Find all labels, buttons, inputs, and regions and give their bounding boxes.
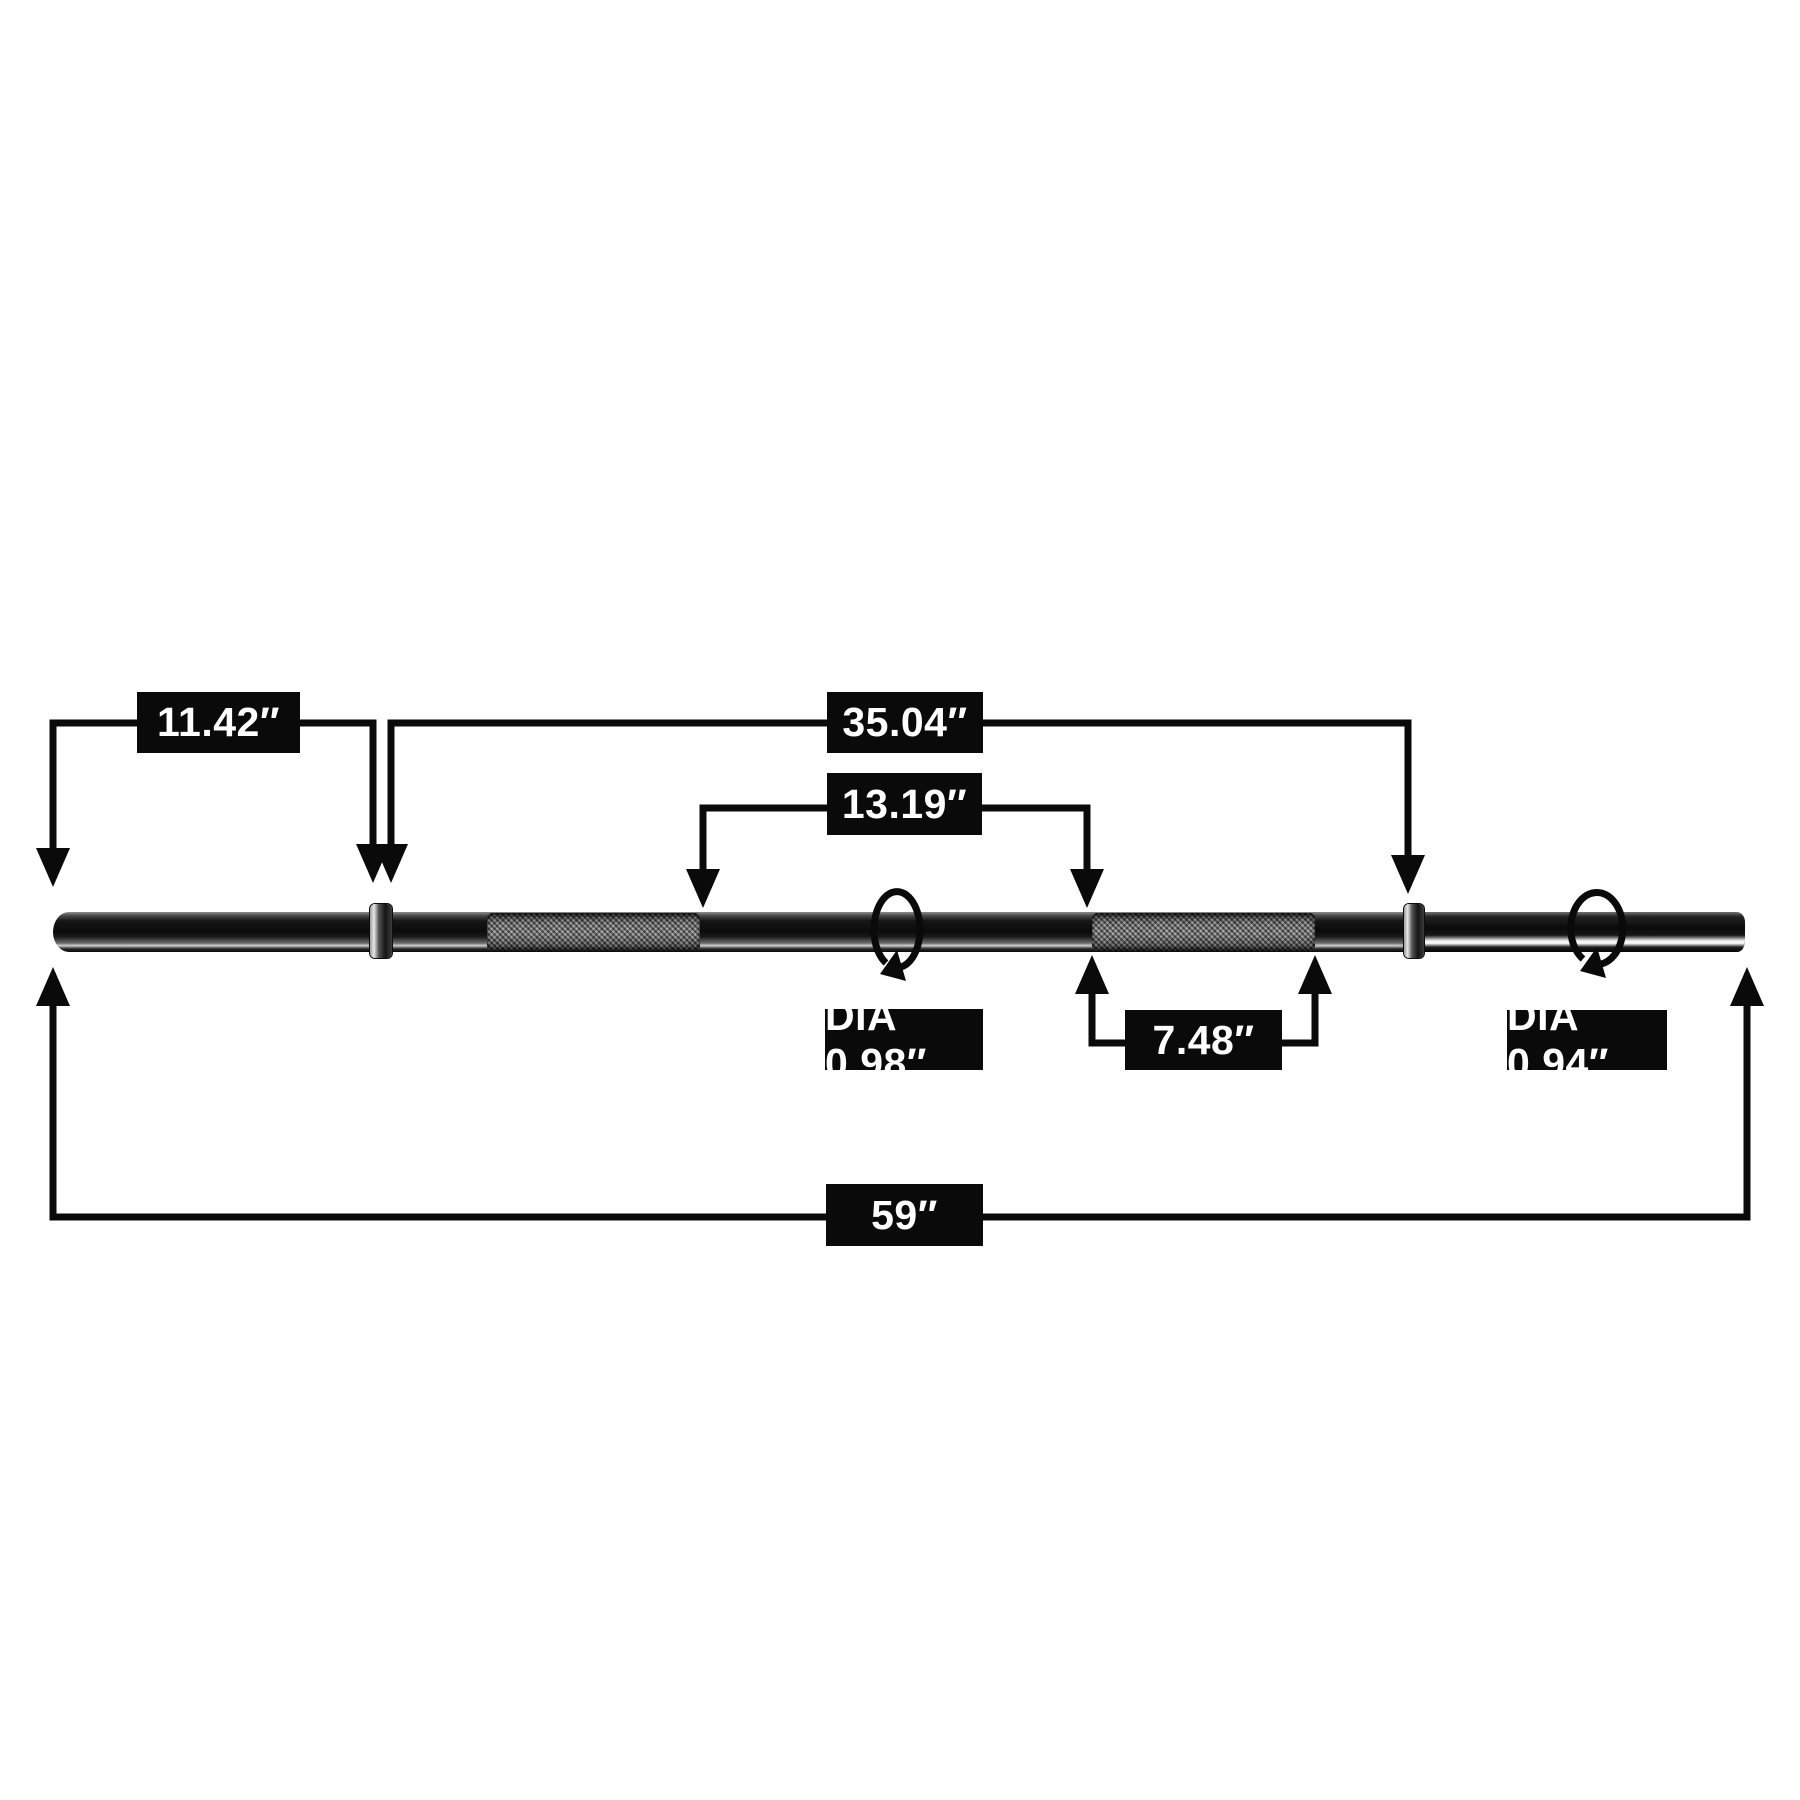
dim-label-sleeve-left: 11.42″ — [137, 692, 300, 753]
dim-label-overall-length: 59″ — [826, 1184, 983, 1246]
dim-label-dia-small: DIA 0.94″ — [1507, 993, 1667, 1086]
dim-13-19 — [686, 804, 1104, 908]
dim-35-04 — [374, 719, 1425, 894]
dim-label-center-gap: 13.19″ — [827, 773, 982, 835]
dim-59 — [36, 967, 1764, 1221]
bar-knurl-center — [1092, 913, 1315, 951]
dim-label-dia-large: DIA 0.98″ — [825, 993, 983, 1086]
bar-collar-right — [1404, 904, 1424, 958]
rotation-arrow-icon-left — [870, 888, 924, 981]
dim-label-shaft-span: 35.04″ — [827, 692, 983, 753]
dim-label-grip-width: 7.48″ — [1125, 1010, 1282, 1070]
bar-knurl-left — [487, 913, 700, 951]
rotation-arrow-icon-right — [1567, 888, 1627, 978]
bar-sleeve-right — [1425, 912, 1745, 952]
dim-11-42 — [36, 719, 390, 887]
dim-7-48 — [1075, 955, 1332, 1047]
bar-collar-left — [370, 904, 392, 958]
